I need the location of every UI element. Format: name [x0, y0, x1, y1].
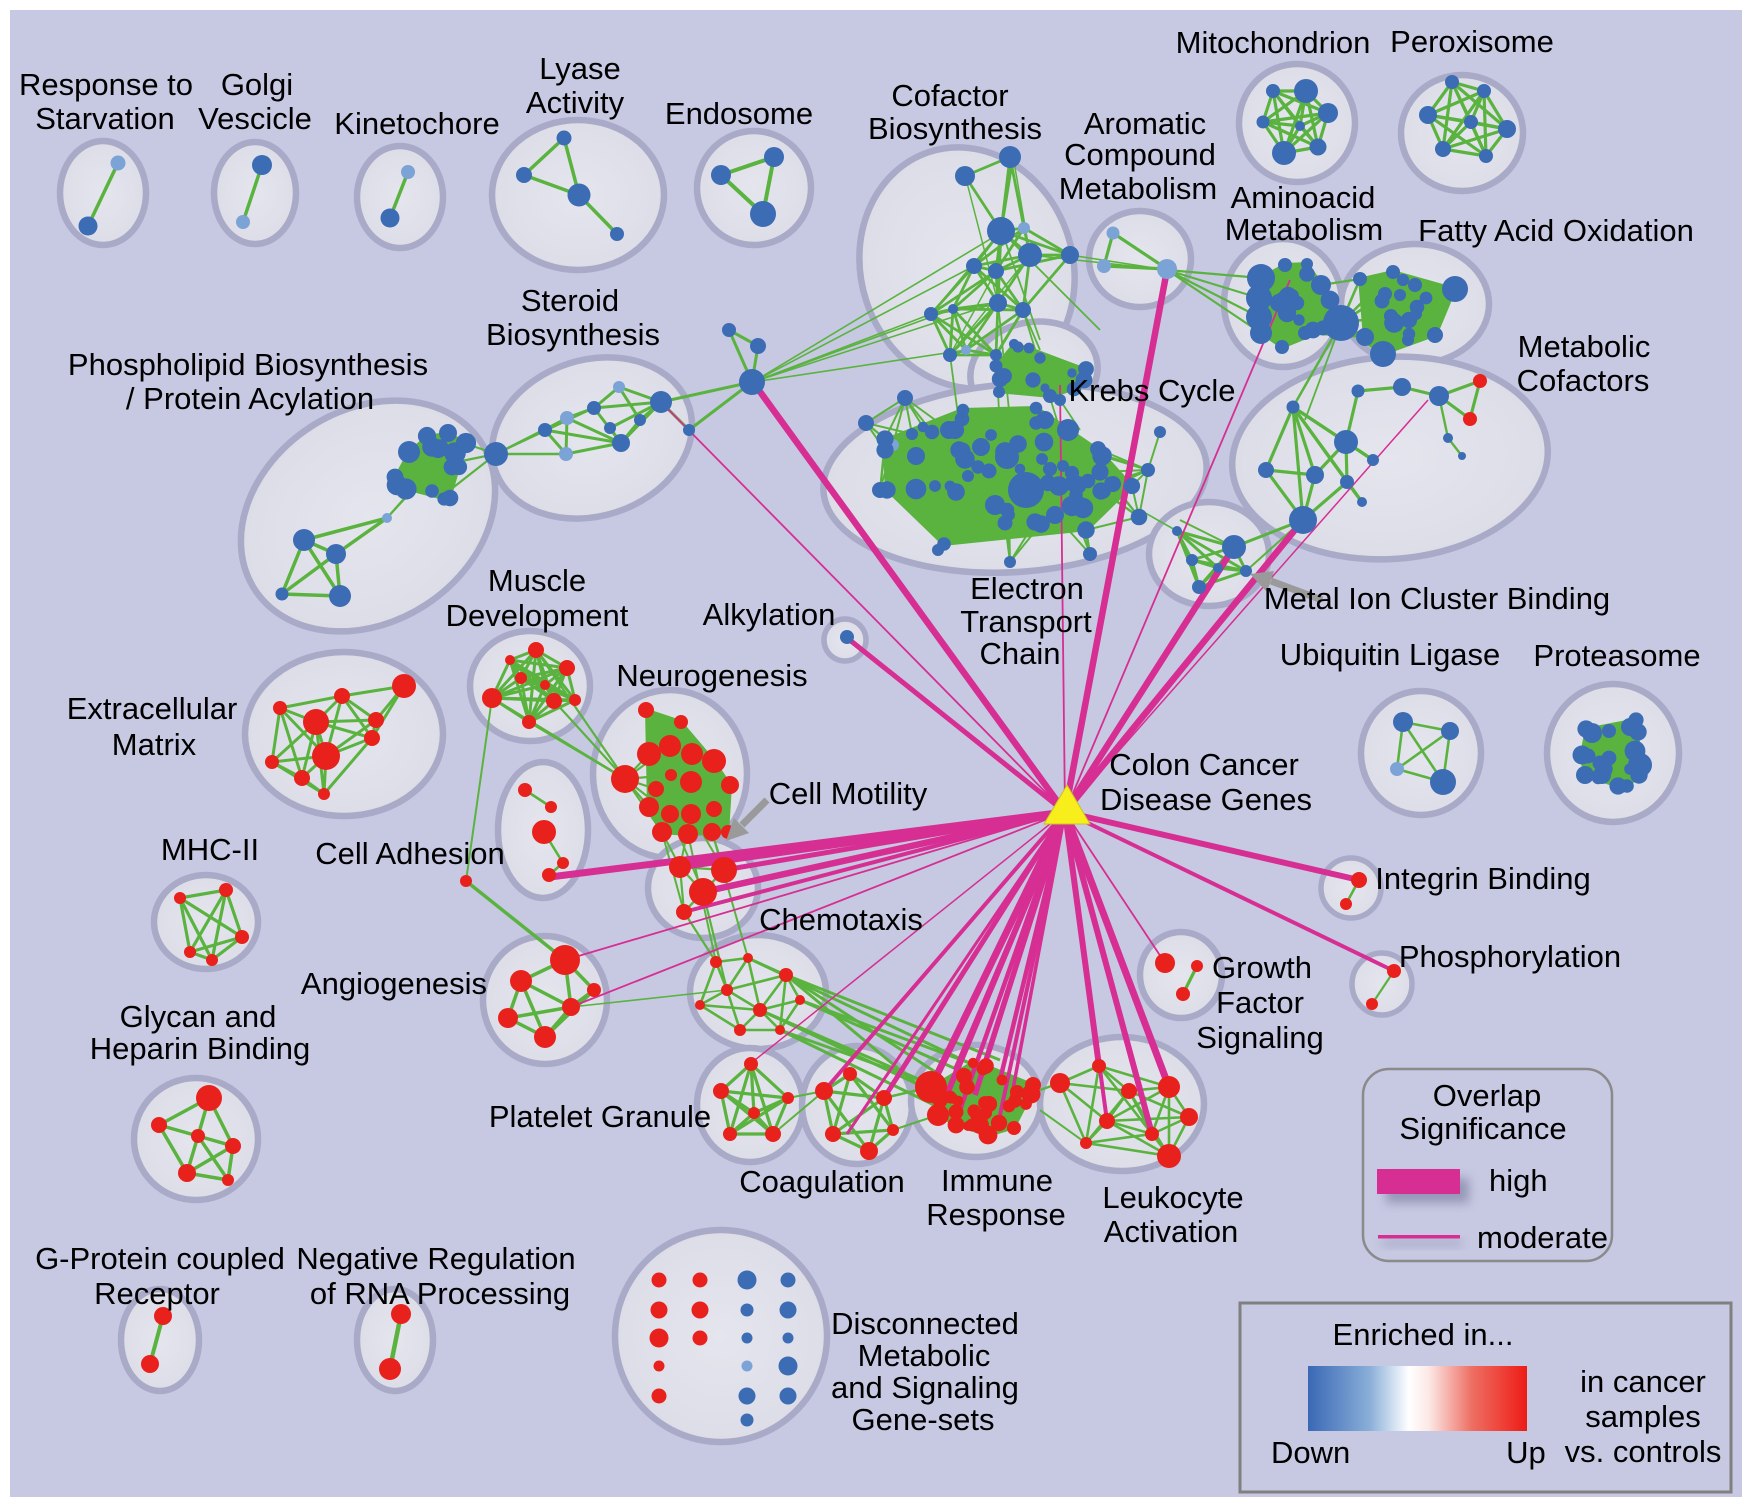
svg-text:Response: Response [926, 1197, 1066, 1232]
svg-text:Activity: Activity [526, 85, 625, 120]
svg-text:Muscle: Muscle [488, 563, 586, 598]
svg-text:Starvation: Starvation [35, 101, 175, 136]
svg-text:Gene-sets: Gene-sets [851, 1402, 994, 1437]
svg-text:Proteasome: Proteasome [1533, 638, 1700, 673]
svg-text:Overlap: Overlap [1433, 1078, 1542, 1113]
svg-text:Extracellular: Extracellular [67, 691, 238, 726]
svg-text:Alkylation: Alkylation [703, 597, 836, 632]
svg-text:Phosphorylation: Phosphorylation [1399, 939, 1621, 974]
svg-text:Disease Genes: Disease Genes [1100, 782, 1312, 817]
svg-text:Coagulation: Coagulation [739, 1164, 904, 1199]
svg-text:Biosynthesis: Biosynthesis [486, 317, 660, 352]
svg-text:Development: Development [446, 598, 629, 633]
svg-text:Significance: Significance [1399, 1111, 1566, 1146]
svg-text:Platelet Granule: Platelet Granule [489, 1099, 711, 1134]
svg-text:G-Protein coupled: G-Protein coupled [35, 1241, 285, 1276]
svg-text:Mitochondrion: Mitochondrion [1176, 25, 1371, 60]
svg-text:Metal Ion Cluster Binding: Metal Ion Cluster Binding [1264, 581, 1610, 616]
svg-text:Up: Up [1506, 1435, 1546, 1470]
svg-text:Leukocyte: Leukocyte [1102, 1180, 1243, 1215]
svg-text:Negative Regulation: Negative Regulation [296, 1241, 575, 1276]
svg-text:Metabolic: Metabolic [1518, 329, 1651, 364]
svg-text:MHC-II: MHC-II [161, 832, 259, 867]
svg-text:Disconnected: Disconnected [831, 1306, 1019, 1341]
svg-text:in cancer: in cancer [1580, 1364, 1706, 1399]
svg-text:Cell Adhesion: Cell Adhesion [315, 836, 505, 871]
svg-text:Aminoacid: Aminoacid [1231, 180, 1376, 215]
svg-text:Cofactor: Cofactor [891, 78, 1008, 113]
svg-text:Golgi: Golgi [221, 67, 293, 102]
svg-text:moderate: moderate [1477, 1220, 1608, 1255]
svg-text:/ Protein Acylation: / Protein Acylation [126, 381, 374, 416]
svg-text:Down: Down [1271, 1435, 1350, 1470]
svg-text:Metabolic: Metabolic [858, 1338, 991, 1373]
svg-text:high: high [1489, 1163, 1548, 1198]
svg-text:Response to: Response to [19, 67, 193, 102]
svg-text:Lyase: Lyase [539, 51, 621, 86]
svg-text:Growth: Growth [1212, 950, 1312, 985]
svg-text:Biosynthesis: Biosynthesis [868, 111, 1042, 146]
svg-text:Vescicle: Vescicle [198, 101, 312, 136]
svg-text:Heparin Binding: Heparin Binding [90, 1031, 311, 1066]
svg-text:Metabolism: Metabolism [1225, 212, 1384, 247]
svg-text:Chemotaxis: Chemotaxis [759, 902, 923, 937]
svg-text:of RNA Processing: of RNA Processing [310, 1276, 570, 1311]
svg-text:Integrin Binding: Integrin Binding [1375, 861, 1590, 896]
svg-text:Steroid: Steroid [521, 283, 619, 318]
svg-text:Matrix: Matrix [112, 727, 197, 762]
svg-text:samples: samples [1585, 1399, 1700, 1434]
svg-text:Aromatic: Aromatic [1084, 106, 1206, 141]
svg-text:Receptor: Receptor [94, 1276, 220, 1311]
svg-text:Factor: Factor [1216, 985, 1304, 1020]
svg-text:Signaling: Signaling [1196, 1020, 1324, 1055]
svg-text:Immune: Immune [941, 1163, 1053, 1198]
svg-text:Metabolism: Metabolism [1059, 171, 1218, 206]
svg-text:Krebs Cycle: Krebs Cycle [1068, 373, 1235, 408]
svg-text:Cell Motility: Cell Motility [769, 776, 928, 811]
svg-text:Fatty Acid Oxidation: Fatty Acid Oxidation [1418, 213, 1694, 248]
svg-text:Electron: Electron [970, 571, 1084, 606]
svg-text:Phospholipid Biosynthesis: Phospholipid Biosynthesis [68, 347, 428, 382]
svg-text:Glycan and: Glycan and [120, 999, 277, 1034]
svg-text:Compound: Compound [1064, 137, 1216, 172]
svg-text:Colon Cancer: Colon Cancer [1109, 747, 1299, 782]
svg-text:Transport: Transport [960, 604, 1092, 639]
svg-text:Enriched in...: Enriched in... [1333, 1317, 1514, 1352]
svg-text:Kinetochore: Kinetochore [334, 106, 499, 141]
svg-text:vs. controls: vs. controls [1565, 1434, 1722, 1469]
svg-text:Peroxisome: Peroxisome [1390, 24, 1554, 59]
svg-text:Chain: Chain [980, 636, 1061, 671]
svg-text:Endosome: Endosome [665, 96, 813, 131]
svg-text:and Signaling: and Signaling [831, 1370, 1019, 1405]
svg-text:Neurogenesis: Neurogenesis [616, 658, 807, 693]
svg-text:Ubiquitin Ligase: Ubiquitin Ligase [1280, 637, 1501, 672]
svg-text:Cofactors: Cofactors [1517, 363, 1650, 398]
svg-text:Angiogenesis: Angiogenesis [301, 966, 487, 1001]
svg-text:Activation: Activation [1104, 1214, 1238, 1249]
